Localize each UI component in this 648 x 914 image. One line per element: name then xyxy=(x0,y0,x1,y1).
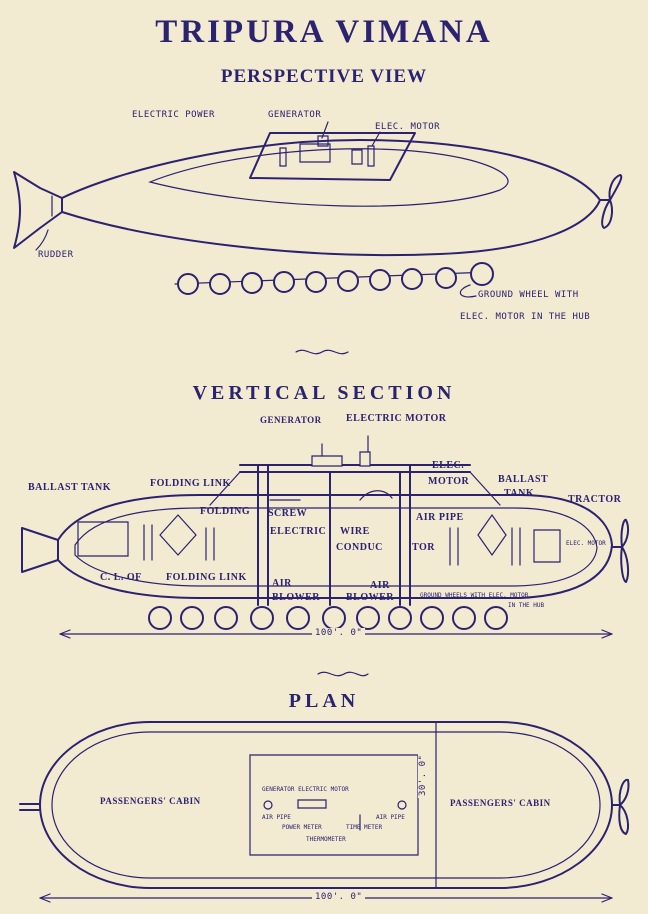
page-title: TRIPURA VIMANA xyxy=(155,14,493,50)
label-rudder: RUDDER xyxy=(38,250,74,260)
propeller-front xyxy=(602,175,621,228)
section-tail xyxy=(22,528,58,572)
label-vs-elec: ELEC. xyxy=(432,460,465,471)
plan-propeller xyxy=(619,780,628,834)
generator-block xyxy=(300,144,330,162)
label-tor: TOR xyxy=(412,542,435,553)
label-elec-motor-small: ELEC. MOTOR xyxy=(566,540,606,547)
label-wire: WIRE xyxy=(340,526,370,537)
ornament-divider-1 xyxy=(296,350,348,353)
section-hull-outer xyxy=(58,495,612,598)
label-air-2: AIR xyxy=(370,580,390,591)
ornament-divider-2 xyxy=(318,672,368,675)
plan-hull-inner xyxy=(52,732,600,878)
label-vs-generator: GENERATOR xyxy=(260,415,322,425)
label-air-pipe: AIR PIPE xyxy=(416,512,464,523)
plan-hull-outer xyxy=(40,722,612,888)
folding-link-left xyxy=(160,515,196,555)
label-ground-wheel-1: GROUND WHEEL WITH xyxy=(478,290,579,300)
ballast-tank-left xyxy=(78,522,128,556)
label-ballast-tank-left: BALLAST TANK xyxy=(28,482,111,493)
label-time-meter: TIME METER xyxy=(346,824,383,831)
label-air-1: AIR xyxy=(272,578,292,589)
label-electric: ELECTRIC xyxy=(270,526,327,537)
label-passengers-right: PASSENGERS' CABIN xyxy=(450,798,551,808)
label-passengers-left: PASSENGERS' CABIN xyxy=(100,796,201,806)
label-plan-dimension-side: 30'. 0" xyxy=(418,752,428,798)
label-screw: SCREW xyxy=(268,508,308,519)
label-tank: TANK xyxy=(504,488,535,499)
label-folding-link: FOLDING LINK xyxy=(150,478,231,489)
vertical-section-heading: VERTICAL SECTION xyxy=(192,382,456,404)
airship-deck-line xyxy=(150,149,508,206)
label-section-dimension: 100'. 0" xyxy=(312,628,366,638)
post-left xyxy=(280,148,286,166)
label-thermometer: THERMOMETER xyxy=(306,836,346,843)
machinery-platform xyxy=(250,133,415,180)
generator-box xyxy=(312,456,342,466)
post-right xyxy=(368,146,374,166)
label-ground-wheel-2: ELEC. MOTOR IN THE HUB xyxy=(460,312,591,322)
section-hull-inner xyxy=(75,508,597,586)
label-power-meter: POWER METER xyxy=(282,824,322,831)
ground-wheels-perspective xyxy=(175,263,493,297)
plan-drawing xyxy=(20,722,629,902)
label-elec-motor: ELEC. MOTOR xyxy=(375,122,441,132)
ballast-tank-right xyxy=(534,530,560,562)
airship-hull xyxy=(62,140,600,255)
label-blower-2: BLOWER xyxy=(346,592,395,603)
label-ground-note-2: IN THE HUB xyxy=(508,602,545,609)
label-conduc: CONDUC xyxy=(336,542,383,553)
perspective-view-heading: PERSPECTIVE VIEW xyxy=(220,66,428,87)
label-folding-link-2: FOLDING LINK xyxy=(166,572,247,583)
plan-heading: PLAN xyxy=(288,690,360,712)
motor-block xyxy=(352,150,362,164)
label-folding: FOLDING xyxy=(200,506,251,517)
folding-link-right xyxy=(478,515,506,555)
control-cabin xyxy=(250,755,418,855)
label-air-pipe-right: AIR PIPE xyxy=(376,814,405,821)
label-gen-elec-motor: GENERATOR ELECTRIC MOTOR xyxy=(262,786,349,793)
vertical-section-drawing xyxy=(22,436,628,676)
label-vs-electric-motor: ELECTRIC MOTOR xyxy=(346,413,447,424)
label-blower-1: BLOWER xyxy=(272,592,321,603)
rudder-tail xyxy=(14,172,62,248)
label-ballast: BALLAST xyxy=(498,474,549,485)
section-tractor-propeller xyxy=(621,520,628,582)
label-ground-note-1: GROUND WHEELS WITH ELEC. MOTOR xyxy=(420,592,529,599)
perspective-view-drawing xyxy=(14,122,621,354)
label-generator: GENERATOR xyxy=(268,110,322,120)
label-cl-of: C. L. OF xyxy=(100,572,142,583)
label-electric-power: ELECTRIC POWER xyxy=(132,110,215,120)
label-plan-dimension-bottom: 100'. 0" xyxy=(312,892,366,902)
label-tractor: TRACTOR xyxy=(568,494,622,505)
label-vs-motor: MOTOR xyxy=(428,476,470,487)
label-air-pipe-left: AIR PIPE xyxy=(262,814,291,821)
ground-wheels-section xyxy=(149,607,507,629)
